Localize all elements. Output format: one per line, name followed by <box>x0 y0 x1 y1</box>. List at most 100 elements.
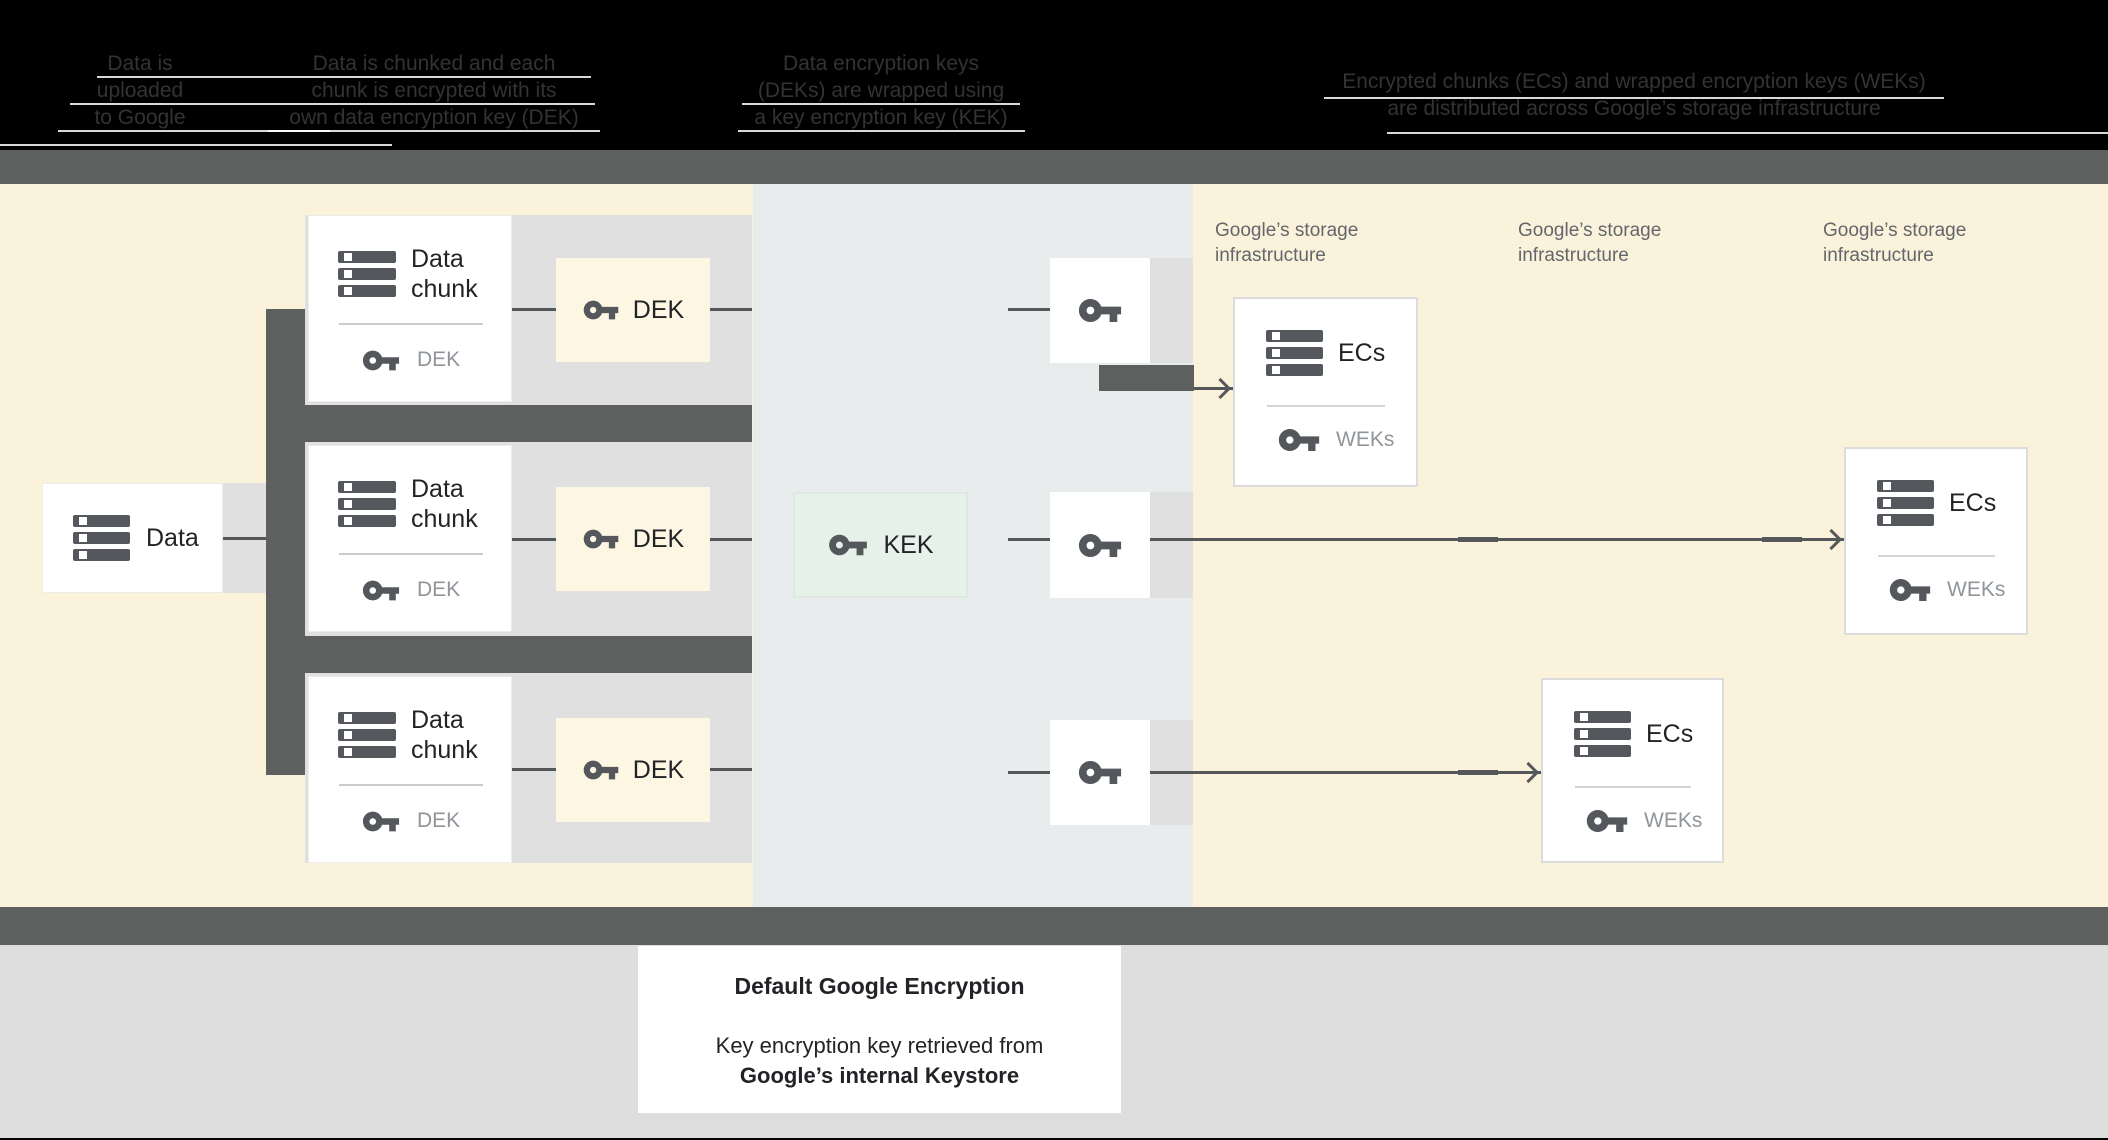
footer-area: Default Google Encryption Key encryption… <box>0 945 2108 1140</box>
encrypted-chunks-box: ECs WEKs <box>1541 678 1724 863</box>
key-icon <box>1078 761 1122 784</box>
wrapped-key-flow-band <box>1099 365 1194 391</box>
storage-label-line: infrastructure <box>1823 245 1934 266</box>
kek-box-label: KEK <box>883 530 934 559</box>
caption-line: Key encryption key retrieved from <box>715 1033 1044 1058</box>
caption-title: Default Google Encryption <box>734 973 1025 999</box>
caption-box: Default Google Encryption Key encryption… <box>638 946 1121 1113</box>
wrap1-input-line <box>1008 308 1050 311</box>
chunk-dek-label: DEK <box>417 809 461 832</box>
header-step-chunking: Data is chunked and each chunk is encryp… <box>284 50 584 131</box>
chunk-title: Data chunk <box>411 475 478 533</box>
dek-box-label: DEK <box>632 524 685 553</box>
header-underline-artifact <box>70 103 595 105</box>
header-text-line: chunk is encrypted with its <box>311 79 557 102</box>
key-icon <box>583 529 619 549</box>
data-stack-icon <box>338 251 396 297</box>
key-icon <box>1586 810 1628 832</box>
data-chunk-card: Data chunk DEK <box>308 215 512 402</box>
header-text-line: Data is chunked and each <box>312 52 556 75</box>
data-box-label: Data <box>146 524 199 552</box>
wrapped-key-strip <box>1150 258 1193 363</box>
key-icon <box>362 811 400 831</box>
header-underline-artifact <box>738 130 1025 132</box>
key-icon <box>1278 429 1320 451</box>
data-chunk-card: Data chunk DEK <box>308 676 512 863</box>
arrow2-line-joint <box>1458 537 1498 542</box>
ecs-title: ECs <box>1949 489 1997 517</box>
arrow2-line-joint <box>1762 537 1802 542</box>
header-text-line: Encrypted chunks (ECs) and wrapped encry… <box>1342 70 1926 93</box>
header-text-line: (DEKs) are wrapped using <box>757 79 1005 102</box>
chunk-dek-label: DEK <box>417 348 461 371</box>
weks-label: WEKs <box>1644 809 1703 832</box>
divider <box>1878 555 1995 557</box>
header-text-line: Data is <box>107 52 173 75</box>
kek-box: KEK <box>793 492 968 598</box>
header-text-line: own data encryption key (DEK) <box>289 106 579 129</box>
header-text-line: uploaded <box>96 79 184 102</box>
wrapped-key-strip <box>1150 492 1193 598</box>
data-stack-icon <box>338 481 396 527</box>
dek-box: DEK <box>556 258 710 362</box>
chunk-title: Data chunk <box>411 245 478 303</box>
divider <box>1267 405 1385 407</box>
header-text-line: are distributed across Google’s storage … <box>1387 97 1881 120</box>
header-text-line: to Google <box>94 106 186 129</box>
divider <box>339 784 483 786</box>
ecs-title: ECs <box>1338 339 1386 367</box>
chunk-dek-label: DEK <box>417 578 461 601</box>
dek-box: DEK <box>556 487 710 591</box>
key-wrap-box <box>1050 258 1150 363</box>
key-icon <box>1078 299 1122 322</box>
encrypted-chunks-box: ECs WEKs <box>1233 297 1418 487</box>
data-stack-icon <box>338 712 396 758</box>
data-stack-icon <box>1877 480 1934 526</box>
arrow3-line <box>1150 771 1541 774</box>
caption-line: Google’s internal Keystore <box>739 1063 1020 1088</box>
ecs-title: ECs <box>1646 720 1694 748</box>
data-box: Data <box>42 483 223 593</box>
header-underline-artifact <box>1324 97 1944 99</box>
wrap2-input-line <box>1008 538 1050 541</box>
header-text-line: Data encryption keys <box>782 52 980 75</box>
dek-box-label: DEK <box>632 755 685 784</box>
key-wrap-box <box>1050 492 1150 598</box>
dek-box: DEK <box>556 718 710 822</box>
key-icon <box>583 760 619 780</box>
header-step-upload: Data is uploaded to Google <box>40 50 240 131</box>
chunk-split-bar <box>266 636 752 673</box>
arrow3-line-joint <box>1458 770 1498 775</box>
storage-infrastructure-label: Google’s storage infrastructure <box>1215 218 1455 268</box>
chunk-title: Data chunk <box>411 706 478 764</box>
data-stack-icon <box>1266 330 1323 376</box>
header-strip: Data is uploaded to Google Data is chunk… <box>0 0 2108 150</box>
encrypted-chunks-box: ECs WEKs <box>1844 447 2028 635</box>
chunk-split-trunk <box>266 309 305 775</box>
bottom-separator-band <box>0 907 2108 945</box>
key-icon <box>1078 533 1122 557</box>
header-underline-artifact <box>742 103 1020 105</box>
arrow1-line <box>1194 387 1233 390</box>
header-underline-artifact <box>97 76 591 78</box>
storage-label-line: Google’s storage <box>1823 220 1967 241</box>
top-separator-band <box>0 150 2108 184</box>
storage-label-line: infrastructure <box>1518 245 1629 266</box>
storage-label-line: Google’s storage <box>1215 220 1359 241</box>
chunk-split-bar <box>266 405 752 442</box>
header-underline-artifact <box>268 130 600 132</box>
key-icon <box>583 300 619 320</box>
header-underline-artifact <box>1387 132 2108 134</box>
weks-label: WEKs <box>1947 578 2006 601</box>
bottom-edge <box>0 1138 2108 1140</box>
storage-infrastructure-label: Google’s storage infrastructure <box>1823 218 2063 268</box>
divider <box>339 553 483 555</box>
weks-label: WEKs <box>1336 428 1395 451</box>
header-text-line: a key encryption key (KEK) <box>754 106 1008 129</box>
header-underline-artifact <box>0 144 392 146</box>
divider <box>339 323 483 325</box>
header-underline-artifact <box>58 130 330 132</box>
data-to-trunk-line <box>223 537 266 540</box>
storage-label-line: Google’s storage <box>1518 220 1662 241</box>
